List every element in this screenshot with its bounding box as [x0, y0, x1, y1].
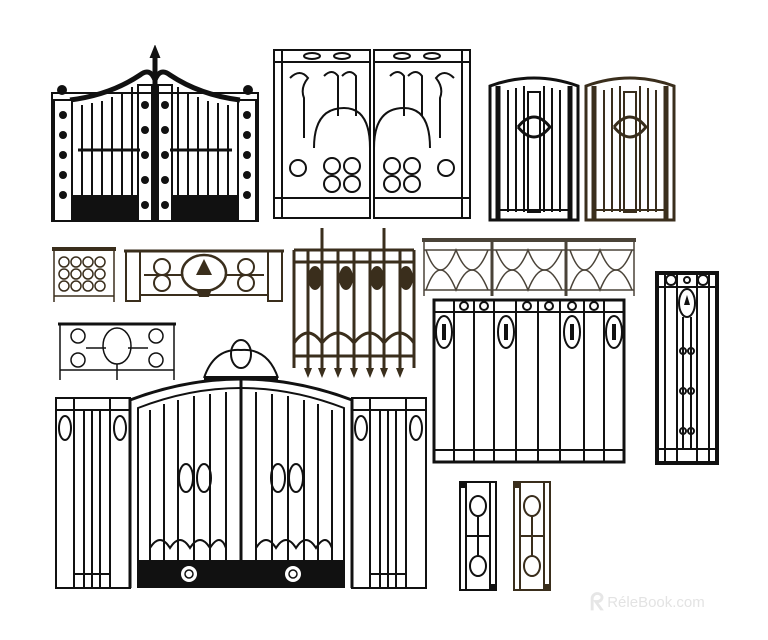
ornate-double-gate-drawing: [51, 45, 259, 222]
scroll-railing-panel: [58, 322, 176, 380]
watermark: ᖇ RéleBook.com: [590, 588, 705, 616]
narrow-panels-drawing: [459, 481, 551, 591]
loop-balustrade-drawing: [422, 238, 636, 296]
scroll-railing-drawing: [58, 322, 176, 380]
multi-panel-fence-drawing: [432, 298, 626, 464]
small-railing-panel: [52, 246, 116, 302]
watermark-text: RéleBook.com: [607, 593, 705, 611]
ornate-double-gate-black: [50, 45, 260, 223]
spear-fence-drawing: [292, 228, 416, 378]
tall-single-panel: [655, 271, 719, 465]
arched-gate-pair-drawing: [488, 76, 676, 222]
baroque-railing-panel: [124, 249, 284, 303]
arched-gate-pair: [488, 72, 676, 222]
narrow-decorative-panels: [458, 480, 554, 592]
loop-balustrade: [422, 238, 636, 296]
spear-fence-panel: [292, 228, 416, 378]
multi-panel-fence: [432, 298, 626, 464]
tall-panel-drawing: [655, 271, 719, 465]
relebook-logo-icon: ᖇ: [590, 588, 604, 616]
scroll-gate-drawing: [273, 49, 471, 219]
baroque-railing-drawing: [124, 249, 284, 302]
grand-entrance-gate: [54, 338, 428, 590]
small-railing-drawing: [52, 247, 116, 302]
scroll-double-gate-outline: [272, 48, 472, 220]
grand-gate-drawing: [55, 339, 427, 589]
